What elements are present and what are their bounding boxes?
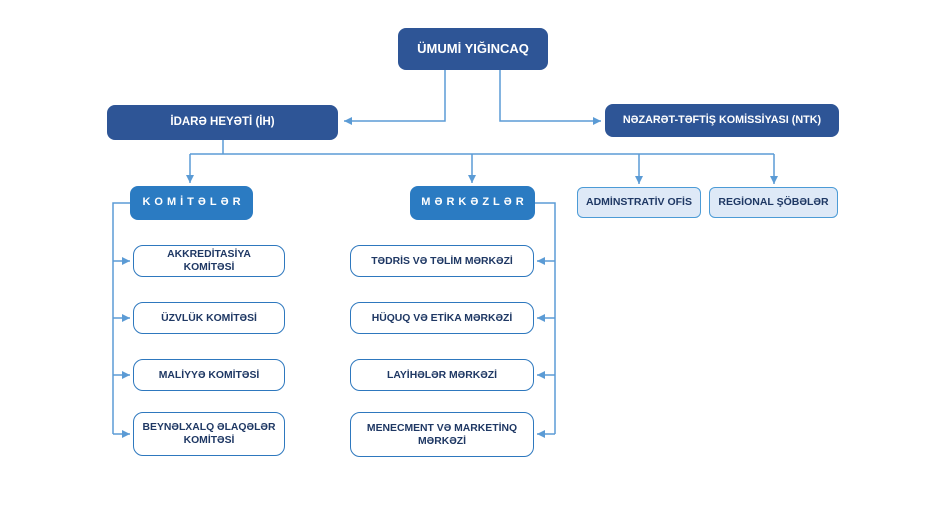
node-regional-branches: REGİONAL ŞÖBƏLƏR bbox=[709, 187, 838, 218]
node-management-board-label: İDARƏ HEYƏTİ (İH) bbox=[170, 116, 275, 129]
node-general-assembly: ÜMUMİ YIĞINCAQ bbox=[398, 28, 548, 70]
node-center-education-training-label: TƏDRİS VƏ TƏLİM MƏRKƏZİ bbox=[371, 255, 513, 267]
connector-root-to-board bbox=[344, 70, 446, 125]
node-administrative-office-label: ADMİNSTRATİV OFİS bbox=[586, 195, 692, 208]
node-center-projects-label: LAYİHƏLƏR MƏRKƏZİ bbox=[386, 369, 498, 381]
node-committee-finance-label: MALİYYƏ KOMİTƏSİ bbox=[158, 369, 260, 381]
node-committee-international-relations: BEYNƏLXALQ ƏLAQƏLƏR KOMİTƏSİ bbox=[133, 412, 285, 456]
node-center-law-ethics-label: HÜQUQ VƏ ETİKA MƏRKƏZİ bbox=[371, 312, 513, 324]
node-centers-header-label: MƏRKƏZLƏR bbox=[421, 196, 528, 209]
node-administrative-office: ADMİNSTRATİV OFİS bbox=[577, 187, 701, 218]
node-committee-accreditation-label: AKKREDİTASİYA KOMİTƏSİ bbox=[167, 249, 251, 273]
node-committee-accreditation: AKKREDİTASİYA KOMİTƏSİ bbox=[133, 245, 285, 277]
node-center-law-ethics: HÜQUQ VƏ ETİKA MƏRKƏZİ bbox=[350, 302, 534, 334]
node-management-board: İDARƏ HEYƏTİ (İH) bbox=[107, 105, 338, 140]
node-center-management-marketing-label: MENECMENT VƏ MARKETİNQ MƏRKƏZİ bbox=[366, 422, 518, 447]
connector-committees-rail bbox=[112, 202, 130, 434]
node-general-assembly-label: ÜMUMİ YIĞINCAQ bbox=[417, 40, 529, 56]
node-center-projects: LAYİHƏLƏR MƏRKƏZİ bbox=[350, 359, 534, 391]
node-committee-finance: MALİYYƏ KOMİTƏSİ bbox=[133, 359, 285, 391]
node-centers-header: MƏRKƏZLƏR bbox=[410, 186, 535, 220]
node-regional-branches-label: REGİONAL ŞÖBƏLƏR bbox=[718, 195, 829, 208]
node-audit-commission-label: NƏZARƏT-TƏFTİŞ KOMİSSİYASI (NTK) bbox=[622, 113, 822, 126]
connector-centers-rail bbox=[535, 202, 556, 434]
node-committee-membership: ÜZVLÜK KOMİTƏSİ bbox=[133, 302, 285, 334]
node-center-management-marketing: MENECMENT VƏ MARKETİNQ MƏRKƏZİ bbox=[350, 412, 534, 457]
node-committee-international-relations-label: BEYNƏLXALQ ƏLAQƏLƏR KOMİTƏSİ bbox=[142, 422, 276, 446]
node-center-education-training: TƏDRİS VƏ TƏLİM MƏRKƏZİ bbox=[350, 245, 534, 277]
connector-root-to-ntk bbox=[499, 70, 601, 125]
node-committees-header-label: KOMİTƏLƏR bbox=[142, 196, 245, 209]
node-committee-membership-label: ÜZVLÜK KOMİTƏSİ bbox=[161, 312, 257, 324]
node-committees-header: KOMİTƏLƏR bbox=[130, 186, 253, 220]
node-audit-commission: NƏZARƏT-TƏFTİŞ KOMİSSİYASI (NTK) bbox=[605, 104, 839, 137]
